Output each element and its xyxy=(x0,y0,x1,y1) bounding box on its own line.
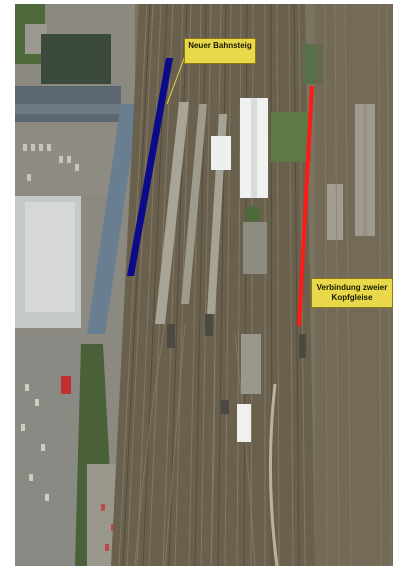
new-platform-marker xyxy=(127,58,173,276)
connection-label: Verbindung zweier Kopfgleise xyxy=(311,278,393,308)
connection-marker xyxy=(297,85,314,327)
new-platform-label: Neuer Bahnsteig xyxy=(184,38,256,64)
platform-leader-line xyxy=(166,55,186,105)
